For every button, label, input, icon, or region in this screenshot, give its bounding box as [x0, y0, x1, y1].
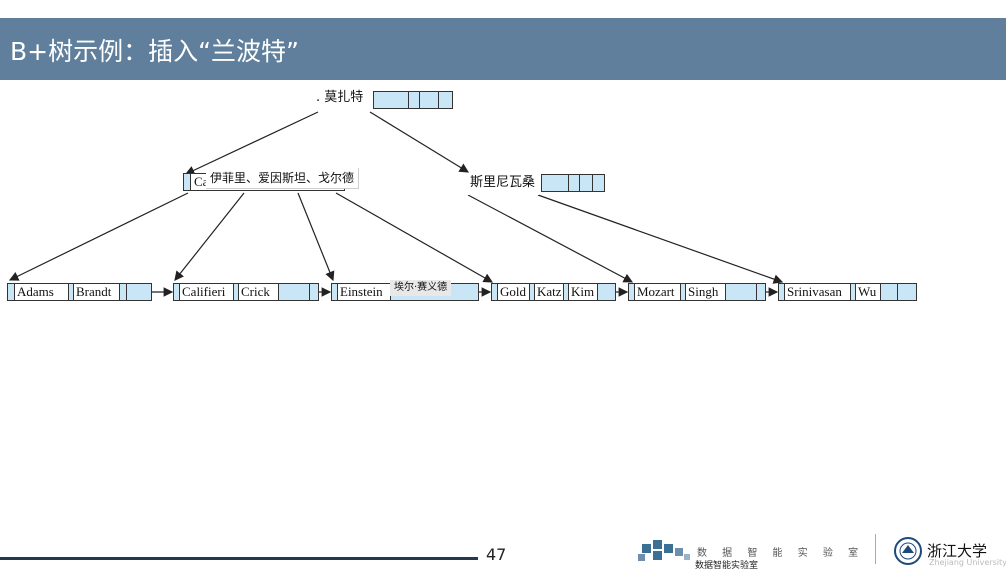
edge-l1-leaf1 [8, 192, 189, 281]
edge-l1-leaf4 [335, 192, 494, 283]
leaf-key: Einstein [340, 284, 383, 299]
footer-divider [875, 534, 876, 564]
leaf-key: Brandt [76, 284, 112, 299]
internal-right-label: 斯里尼瓦桑 [466, 173, 540, 195]
university-emblem-icon [894, 537, 922, 565]
leaf-key: Gold [500, 284, 526, 299]
leaf-node: Adams Brandt [7, 283, 152, 303]
leaf-key: Katz [537, 284, 562, 299]
title-bar: B+树示例：插入“兰波特” [0, 18, 1006, 80]
root-label: . 莫扎特 [312, 88, 368, 110]
edge-r1-leaf6 [537, 194, 784, 284]
edge-root-left [184, 111, 319, 175]
internal-left-key: Ca [194, 174, 209, 189]
leaf-node: Califieri Crick [173, 283, 319, 303]
leaf-node: Gold Katz Kim [491, 283, 616, 303]
internal-node-right [541, 174, 605, 194]
university-name: 浙江大学 [927, 542, 988, 560]
edge-root-right [369, 111, 470, 173]
leaf-key: Adams [17, 284, 54, 299]
leaf-key: Crick [241, 284, 270, 299]
slide-title: B+树示例：插入“兰波特” [10, 37, 300, 66]
root-node [373, 91, 453, 111]
university-subtitle: Zhejiang University [929, 558, 1006, 567]
leaf-key: Mozart [637, 284, 675, 299]
leaf-overlay-label: 埃尔·赛义德 [390, 280, 452, 296]
leaf-key: Califieri [182, 284, 226, 299]
footer-line [0, 557, 478, 560]
page-number: 47 [486, 545, 507, 564]
edge-l1-leaf3 [297, 192, 335, 282]
leaf-key: Kim [571, 284, 595, 299]
lab-logo-icon [638, 540, 690, 561]
leaf-key: Srinivasan [787, 284, 842, 299]
lab-name: 数 据 智 能 实 验 室 [697, 548, 865, 559]
lab-subtitle: 数据智能实验室 [695, 561, 759, 571]
leaf-node: Srinivasan Wu [778, 283, 917, 303]
edge-r1-leaf5 [467, 194, 634, 283]
edge-l1-leaf2 [174, 192, 245, 281]
leaf-key: Singh [688, 284, 719, 299]
internal-left-label: 伊菲里、爱因斯坦、戈尔德 [206, 168, 360, 189]
leaf-node: Mozart Singh [628, 283, 766, 303]
leaf-key: Wu [858, 284, 877, 299]
